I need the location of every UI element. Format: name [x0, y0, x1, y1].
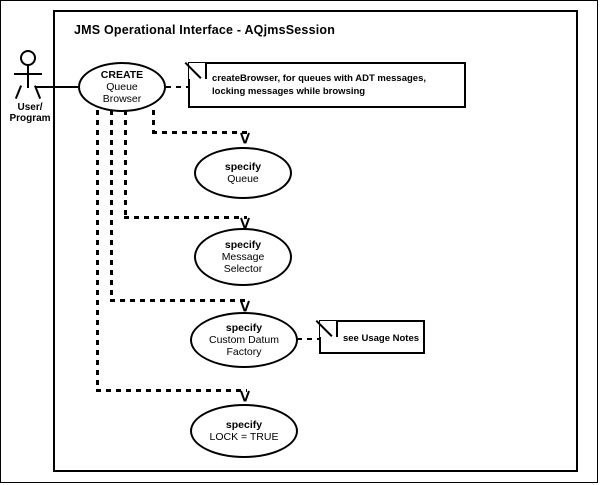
usecase-line-1: Queue — [227, 173, 259, 185]
arrowhead-custom-datum — [239, 301, 251, 311]
usecase-line-2: Factory — [226, 346, 262, 358]
actor-head-icon — [20, 50, 36, 66]
extend-trunk-message-selector — [124, 110, 127, 218]
note-create-browser: createBrowser, for queues with ADT messa… — [188, 62, 466, 108]
note-fold-corner-icon — [189, 63, 207, 79]
usecase-create-queue-browser[interactable]: CREATE Queue Browser — [78, 62, 166, 112]
usecase-title: specify — [225, 322, 263, 334]
actor-arms-icon — [14, 73, 42, 75]
usecase-title: specify — [224, 239, 262, 251]
usecase-specify-custom-datum-factory[interactable]: specify Custom Datum Factory — [190, 312, 298, 368]
note-fold-corner-icon — [320, 321, 338, 337]
extend-trunk-lock — [96, 110, 99, 391]
usecase-title: specify — [224, 161, 262, 173]
usecase-line-1: LOCK = TRUE — [209, 431, 279, 443]
extend-link-custom-datum — [110, 299, 247, 302]
diagram-title: JMS Operational Interface - AQjmsSession — [74, 23, 336, 37]
actor-label: User/ Program — [9, 102, 51, 124]
usecase-title: CREATE — [100, 69, 144, 81]
extend-trunk-custom-datum — [110, 110, 113, 301]
extend-link-message-selector — [124, 216, 247, 219]
note-connector-create-browser — [166, 86, 188, 88]
arrowhead-queue — [239, 133, 251, 143]
usecase-specify-queue[interactable]: specify Queue — [194, 147, 292, 199]
note-usage-notes-text: see Usage Notes — [342, 333, 420, 344]
actor-association-line — [36, 86, 81, 88]
extend-link-lock — [96, 389, 247, 392]
usecase-line-1: Queue — [106, 81, 138, 93]
usecase-line-2: Browser — [102, 93, 142, 105]
usecase-specify-lock-true[interactable]: specify LOCK = TRUE — [190, 404, 298, 458]
extend-link-queue — [152, 131, 247, 134]
note-create-browser-text: createBrowser, for queues with ADT messa… — [212, 73, 427, 97]
extend-trunk-queue — [152, 110, 155, 133]
arrowhead-message-selector — [239, 218, 251, 228]
actor-body-icon — [27, 66, 29, 88]
note-usage-notes: see Usage Notes — [319, 320, 425, 354]
note-connector-usage-notes — [297, 338, 319, 340]
actor-user-program: User/ Program — [8, 50, 58, 125]
usecase-line-2: Selector — [223, 263, 263, 275]
usecase-line-1: Custom Datum — [208, 334, 280, 346]
arrowhead-lock — [239, 391, 251, 401]
usecase-line-1: Message — [221, 251, 265, 263]
usecase-specify-message-selector[interactable]: specify Message Selector — [194, 228, 292, 286]
usecase-title: specify — [225, 419, 263, 431]
actor-left-leg-icon — [14, 85, 22, 99]
diagram-frame — [53, 10, 578, 472]
